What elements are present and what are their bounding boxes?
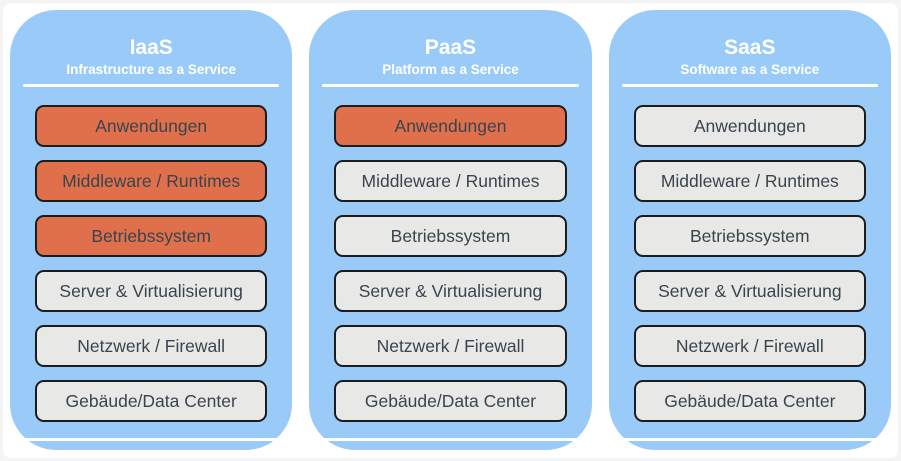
layer-stack: Anwendungen Middleware / Runtimes Betrie… <box>334 105 567 435</box>
layer-box-netzwerk: Netzwerk / Firewall <box>35 325 268 367</box>
title-divider <box>322 84 579 87</box>
column-subtitle: Platform as a Service <box>382 62 519 77</box>
column-saas: SaaS Software as a Service Anwendungen M… <box>608 10 891 450</box>
layer-box-server: Server & Virtualisierung <box>633 270 866 312</box>
column-title: PaaS <box>424 36 477 59</box>
bottom-divider <box>23 438 280 441</box>
layer-box-server: Server & Virtualisierung <box>334 270 567 312</box>
layer-box-gebaeude: Gebäude/Data Center <box>633 380 866 422</box>
layer-box-gebaeude: Gebäude/Data Center <box>35 380 268 422</box>
layer-box-anwendungen: Anwendungen <box>334 105 567 147</box>
layer-box-middleware: Middleware / Runtimes <box>633 160 866 202</box>
title-divider <box>621 84 878 87</box>
layer-stack: Anwendungen Middleware / Runtimes Betrie… <box>35 105 268 435</box>
column-title: SaaS <box>724 36 776 59</box>
service-model-columns: IaaS Infrastructure as a Service Anwendu… <box>3 3 898 450</box>
layer-stack: Anwendungen Middleware / Runtimes Betrie… <box>633 105 866 435</box>
layer-box-betriebssystem: Betriebssystem <box>334 215 567 257</box>
bottom-divider <box>621 438 878 441</box>
layer-box-netzwerk: Netzwerk / Firewall <box>633 325 866 367</box>
layer-box-middleware: Middleware / Runtimes <box>334 160 567 202</box>
title-divider <box>23 84 280 87</box>
layer-box-anwendungen: Anwendungen <box>633 105 866 147</box>
layer-box-server: Server & Virtualisierung <box>35 270 268 312</box>
diagram-canvas: IaaS Infrastructure as a Service Anwendu… <box>3 3 898 458</box>
layer-box-betriebssystem: Betriebssystem <box>633 215 866 257</box>
column-paas: PaaS Platform as a Service Anwendungen M… <box>309 10 592 450</box>
bottom-divider <box>322 438 579 441</box>
layer-box-netzwerk: Netzwerk / Firewall <box>334 325 567 367</box>
layer-box-anwendungen: Anwendungen <box>35 105 268 147</box>
column-subtitle: Software as a Service <box>680 62 820 77</box>
column-subtitle: Infrastructure as a Service <box>66 62 236 77</box>
column-iaas: IaaS Infrastructure as a Service Anwendu… <box>10 10 293 450</box>
layer-box-middleware: Middleware / Runtimes <box>35 160 268 202</box>
layer-box-gebaeude: Gebäude/Data Center <box>334 380 567 422</box>
column-title: IaaS <box>129 36 173 59</box>
layer-box-betriebssystem: Betriebssystem <box>35 215 268 257</box>
